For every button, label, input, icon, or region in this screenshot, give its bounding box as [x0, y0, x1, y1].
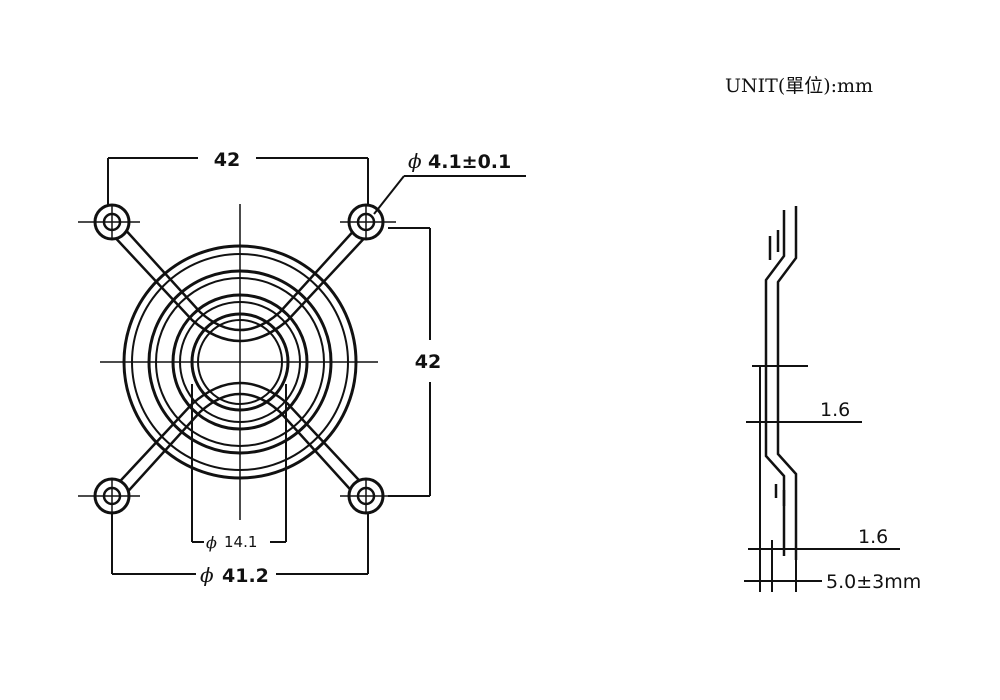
height-dimension — [388, 227, 431, 497]
inner-phi-symbol: ϕ — [206, 533, 217, 552]
side-reference-lines — [744, 365, 900, 592]
front-view: 42 42 ϕ 4.1±0.1 ϕ 14.1 — [78, 149, 526, 587]
width-dim-label: 42 — [214, 149, 240, 171]
inner-dia-label: 14.1 — [224, 533, 257, 551]
side-profile — [764, 206, 798, 560]
depth-label: 5.0±3mm — [826, 571, 921, 593]
mounting-holes — [93, 203, 385, 515]
hole-phi-symbol: ϕ — [408, 149, 422, 173]
outer-phi-symbol: ϕ — [200, 563, 214, 587]
width-dimension — [107, 157, 369, 206]
outer-diameter-dimension — [111, 514, 369, 575]
unit-label: UNIT(單位):mm — [725, 75, 873, 97]
center-lines — [78, 204, 396, 520]
hole-dim-label: 4.1±0.1 — [428, 151, 511, 173]
thickness-top-label: 1.6 — [820, 399, 850, 421]
outer-dia-label: 41.2 — [222, 565, 269, 587]
height-dim-label: 42 — [415, 351, 441, 373]
thickness-bottom-label: 1.6 — [858, 526, 888, 548]
side-view: 1.6 1.6 5.0±3mm — [744, 206, 921, 593]
inner-diameter-dimension — [191, 384, 287, 543]
hole-leader — [373, 175, 526, 215]
